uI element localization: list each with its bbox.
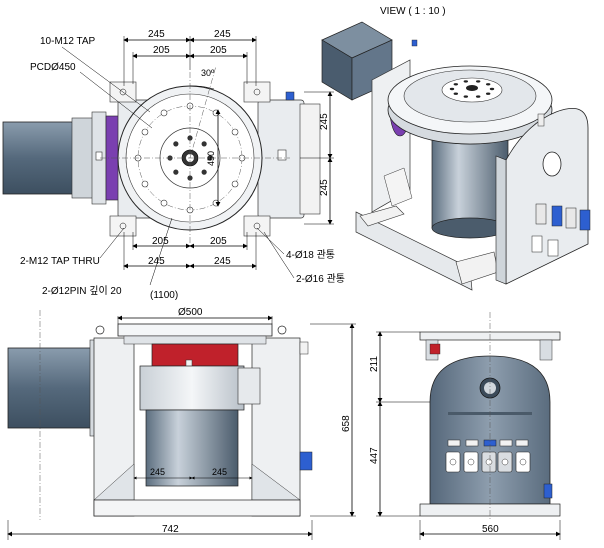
top-connector-icon	[285, 91, 295, 101]
dim-right-245-top: 245	[319, 113, 330, 130]
dim-top-245-right: 245	[214, 29, 231, 40]
front-motor	[7, 347, 95, 429]
inner-hole	[201, 169, 207, 175]
inner-hole	[173, 141, 179, 147]
iso-bolt-holes	[449, 80, 495, 98]
dim-side-width: 560	[482, 524, 499, 535]
dim-top-245-left: 245	[148, 29, 165, 40]
dim-center-450: 450	[206, 151, 216, 166]
iso-connector	[551, 205, 563, 227]
dim-right-245-bottom: 245	[319, 179, 330, 196]
dim-side-bottom: 447	[369, 447, 380, 464]
iso-bolt-hole	[475, 80, 481, 83]
iso-bolt-hole	[475, 95, 481, 98]
top-motor	[2, 121, 76, 195]
callout-pin: 2-Ø12PIN 깊이 20	[42, 285, 122, 297]
inner-hole	[173, 169, 179, 175]
side-connector-label	[447, 439, 461, 447]
dim-top-205-left: 205	[153, 45, 170, 56]
front-table	[117, 323, 273, 337]
side-connector-panel	[445, 439, 531, 473]
iso-bolt-hole	[449, 87, 455, 91]
side-view: 211 447 560	[369, 312, 561, 540]
iso-bolt-hole	[489, 87, 495, 91]
iso-connector-panel	[531, 203, 591, 257]
side-connector-label	[465, 439, 479, 447]
iso-right-housing	[505, 108, 589, 285]
inner-hole	[187, 175, 193, 181]
dim-side-top: 211	[369, 356, 380, 372]
iso-bolt-hole	[463, 95, 469, 98]
dim-bot-205-right: 205	[210, 236, 227, 247]
iso-bolt-hole	[453, 83, 459, 86]
dim-overall: (1100)	[150, 290, 178, 301]
bolt-hole	[141, 180, 149, 188]
dim-bot-245-left: 245	[148, 256, 165, 267]
bolt-hole	[231, 180, 239, 188]
side-connector-label	[499, 439, 513, 447]
dim-front-diameter: Ø500	[178, 307, 203, 318]
bolt-hole	[160, 109, 168, 117]
dim-bot-245-right: 245	[214, 256, 231, 267]
callout-hole16: 2-Ø16 관통	[296, 273, 345, 285]
bolt-hole	[141, 128, 149, 136]
dim-front-width: 742	[162, 524, 179, 535]
callout-hole18: 4-Ø18 관통	[286, 249, 335, 261]
side-connector-label	[515, 439, 529, 447]
callout-pcd: PCDØ450	[30, 62, 76, 73]
iso-connector	[535, 203, 547, 225]
inner-hole	[201, 141, 207, 147]
dim-front-inner-left: 245	[150, 467, 165, 477]
front-connector-icon	[299, 451, 313, 471]
dim-front-height: 658	[341, 415, 352, 432]
top-motor-flange-plate	[71, 117, 95, 199]
iso-bolt-hole	[485, 83, 491, 86]
view-label: VIEW ( 1 : 10 )	[380, 6, 446, 17]
front-red-ring	[151, 343, 239, 367]
dim-bot-205-left: 205	[152, 236, 169, 247]
callout-tap-thru: 2-M12 TAP THRU	[20, 256, 100, 267]
iso-connector	[565, 207, 577, 229]
dim-front-inner-right: 245	[212, 467, 227, 477]
iso-bolt-hole	[453, 92, 459, 95]
callout-tap: 10-M12 TAP	[40, 36, 96, 47]
iso-bolt-hole	[485, 92, 491, 95]
bolt-hole	[160, 199, 168, 207]
front-view: Ø500 658 742 245 245	[7, 307, 356, 540]
front-cylinder	[145, 409, 239, 487]
iso-connector	[579, 209, 591, 231]
isometric-view: VIEW ( 1 : 10 )	[321, 6, 591, 291]
dim-top-205-right: 205	[210, 45, 227, 56]
dim-angle: 30º	[201, 68, 215, 78]
iso-bolt-hole	[463, 80, 469, 83]
front-base	[93, 499, 301, 517]
top-view: 245 245 205 205 30º 245 245 450 205 205 …	[2, 29, 345, 301]
bolt-hole	[231, 128, 239, 136]
